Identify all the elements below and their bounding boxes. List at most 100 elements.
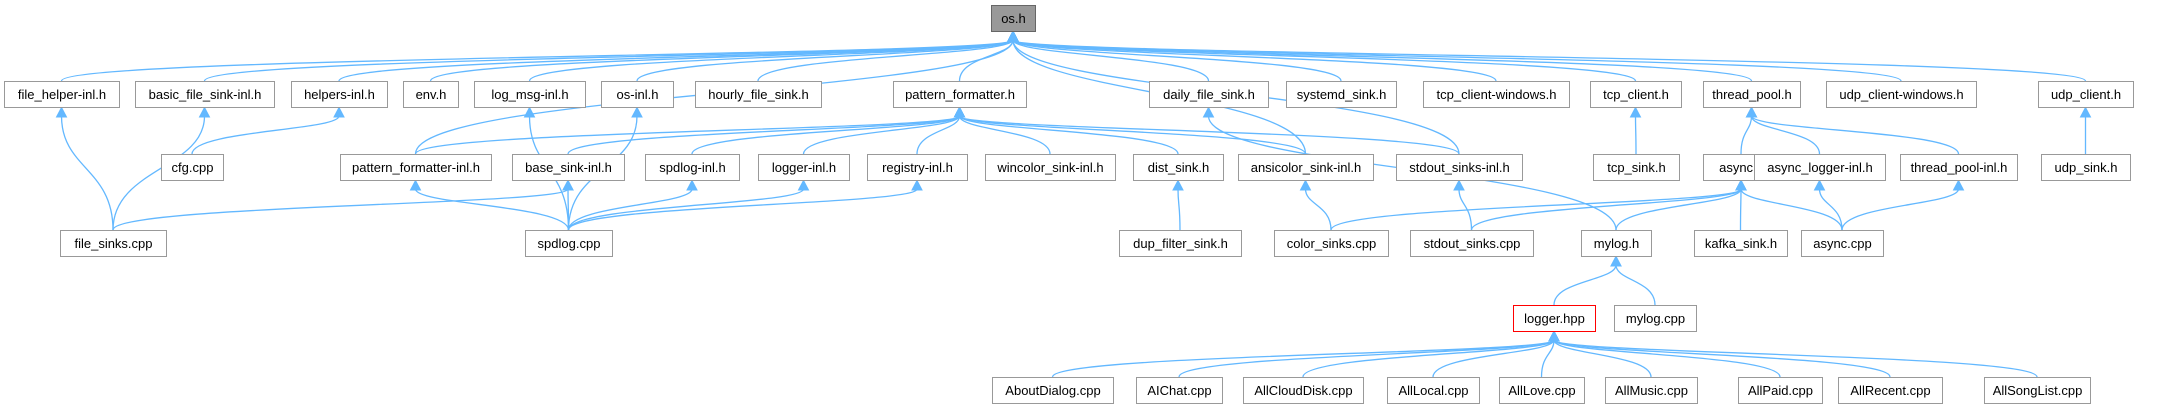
node-spdlog-cpp[interactable]: spdlog.cpp xyxy=(525,230,613,257)
edge-thread_pool_h-to-os_h xyxy=(1012,39,1753,82)
edge-ansicolor_sink_inl_h-to-pattern_formatter_h xyxy=(958,115,1307,155)
edge-layer xyxy=(55,30,2092,378)
node-box xyxy=(1410,230,1534,257)
arrowhead xyxy=(55,106,68,118)
node-mylog-cpp[interactable]: mylog.cpp xyxy=(1614,305,1697,332)
edge-env_h-to-os_h xyxy=(429,39,1014,82)
node-os-h[interactable]: os.h xyxy=(991,5,1036,32)
node-box xyxy=(645,154,740,181)
node-mylog-h[interactable]: mylog.h xyxy=(1581,230,1652,257)
node-thread-pool-h[interactable]: thread_pool.h xyxy=(1703,81,1801,108)
edge-udp_client_h-to-os_h xyxy=(1012,39,2087,82)
node-dup-filter-sink-h[interactable]: dup_filter_sink.h xyxy=(1119,230,1242,257)
node-base-sink-inl-h[interactable]: base_sink-inl.h xyxy=(512,154,625,181)
node-box xyxy=(1826,81,1977,108)
node-AllRecent-cpp[interactable]: AllRecent.cpp xyxy=(1838,377,1943,404)
node-box xyxy=(1133,154,1224,181)
node-box xyxy=(1396,154,1523,181)
node-log-msg-inl-h[interactable]: log_msg-inl.h xyxy=(474,81,586,108)
node-box xyxy=(1614,305,1697,332)
node-file-helper-inl-h[interactable]: file_helper-inl.h xyxy=(4,81,120,108)
arrowhead xyxy=(1299,179,1312,191)
node-pattern-formatter-h[interactable]: pattern_formatter.h xyxy=(893,81,1027,108)
node-hourly-file-sink-h[interactable]: hourly_file_sink.h xyxy=(695,81,822,108)
node-systemd-sink-h[interactable]: systemd_sink.h xyxy=(1286,81,1397,108)
node-AllCloudDisk-cpp[interactable]: AllCloudDisk.cpp xyxy=(1243,377,1364,404)
node-AllLove-cpp[interactable]: AllLove.cpp xyxy=(1499,377,1585,404)
node-env-h[interactable]: env.h xyxy=(403,81,459,108)
node-udp-client-windows-h[interactable]: udp_client-windows.h xyxy=(1826,81,1977,108)
node-box xyxy=(1838,377,1943,404)
node-spdlog-inl-h[interactable]: spdlog-inl.h xyxy=(645,154,740,181)
node-color-sinks-cpp[interactable]: color_sinks.cpp xyxy=(1274,230,1389,257)
node-async-cpp[interactable]: async.cpp xyxy=(1801,230,1884,257)
node-AllPaid-cpp[interactable]: AllPaid.cpp xyxy=(1738,377,1823,404)
arrowhead xyxy=(1172,179,1184,191)
node-box xyxy=(1136,377,1223,404)
node-udp-client-h[interactable]: udp_client.h xyxy=(2038,81,2134,108)
node-label: file_helper-inl.h xyxy=(18,87,106,102)
node-box xyxy=(161,154,224,181)
node-helpers-inl-h[interactable]: helpers-inl.h xyxy=(291,81,388,108)
node-AboutDialog-cpp[interactable]: AboutDialog.cpp xyxy=(992,377,1114,404)
node-udp-sink-h[interactable]: udp_sink.h xyxy=(2041,154,2131,181)
node-AllMusic-cpp[interactable]: AllMusic.cpp xyxy=(1605,377,1698,404)
node-cfg-cpp[interactable]: cfg.cpp xyxy=(161,154,224,181)
node-pattern-formatter-inl-h[interactable]: pattern_formatter-inl.h xyxy=(340,154,492,181)
node-label: mylog.h xyxy=(1594,236,1640,251)
node-label: AllMusic.cpp xyxy=(1615,383,1688,398)
node-AIChat-cpp[interactable]: AIChat.cpp xyxy=(1136,377,1223,404)
arrowhead xyxy=(333,106,345,118)
arrowhead xyxy=(1813,179,1826,191)
node-async-logger-inl-h[interactable]: async_logger-inl.h xyxy=(1754,154,1886,181)
node-box xyxy=(512,154,625,181)
node-label: logger.hpp xyxy=(1524,311,1585,326)
node-label: thread_pool-inl.h xyxy=(1911,160,2008,175)
node-stdout-sinks-inl-h[interactable]: stdout_sinks-inl.h xyxy=(1396,154,1523,181)
node-logger-hpp[interactable]: logger.hpp xyxy=(1513,305,1596,332)
node-box xyxy=(291,81,388,108)
node-tcp-client-windows-h[interactable]: tcp_client-windows.h xyxy=(1423,81,1570,108)
node-logger-inl-h[interactable]: logger-inl.h xyxy=(758,154,850,181)
edge-log_msg_inl_h-to-os_h xyxy=(528,39,1014,82)
edge-AllSongList_cpp-to-logger_hpp xyxy=(1553,339,2038,378)
node-box xyxy=(1694,230,1788,257)
edge-pattern_formatter_inl_h-to-pattern_formatter_h xyxy=(414,115,961,155)
node-label: udp_client.h xyxy=(2051,87,2121,102)
node-AllSongList-cpp[interactable]: AllSongList.cpp xyxy=(1984,377,2091,404)
node-daily-file-sink-h[interactable]: daily_file_sink.h xyxy=(1149,81,1269,108)
node-box xyxy=(758,154,850,181)
edge-systemd_sink_h-to-os_h xyxy=(1012,39,1342,82)
node-box xyxy=(2038,81,2134,108)
node-kafka-sink-h[interactable]: kafka_sink.h xyxy=(1694,230,1788,257)
node-registry-inl-h[interactable]: registry-inl.h xyxy=(867,154,968,181)
node-label: AllRecent.cpp xyxy=(1850,383,1930,398)
node-dist-sink-h[interactable]: dist_sink.h xyxy=(1133,154,1224,181)
node-os-inl-h[interactable]: os-inl.h xyxy=(601,81,674,108)
node-stdout-sinks-cpp[interactable]: stdout_sinks.cpp xyxy=(1410,230,1534,257)
node-box xyxy=(2041,154,2131,181)
edge-spdlog_cpp-to-spdlog_inl_h xyxy=(567,188,693,231)
node-ansicolor-sink-inl-h[interactable]: ansicolor_sink-inl.h xyxy=(1238,154,1374,181)
node-label: helpers-inl.h xyxy=(304,87,375,102)
node-box xyxy=(1119,230,1242,257)
node-label: cfg.cpp xyxy=(172,160,214,175)
node-box xyxy=(525,230,613,257)
node-basic-file-sink-inl-h[interactable]: basic_file_sink-inl.h xyxy=(135,81,275,108)
edge-logger_hpp-to-mylog_h xyxy=(1553,264,1617,306)
node-thread-pool-inl-h[interactable]: thread_pool-inl.h xyxy=(1900,154,2018,181)
node-tcp-client-h[interactable]: tcp_client.h xyxy=(1590,81,1682,108)
edge-logger_inl_h-to-pattern_formatter_h xyxy=(802,115,961,155)
node-file-sinks-cpp[interactable]: file_sinks.cpp xyxy=(60,230,167,257)
node-label: log_msg-inl.h xyxy=(491,87,568,102)
edge-os_inl_h-to-os_h xyxy=(636,39,1014,82)
node-box xyxy=(992,377,1114,404)
edge-async_logger_inl_h-to-thread_pool_h xyxy=(1750,115,1821,155)
node-tcp-sink-h[interactable]: tcp_sink.h xyxy=(1593,154,1680,181)
edge-spdlog_inl_h-to-pattern_formatter_h xyxy=(691,115,961,155)
node-label: AllCloudDisk.cpp xyxy=(1254,383,1352,398)
node-wincolor-sink-inl-h[interactable]: wincolor_sink-inl.h xyxy=(985,154,1116,181)
edge-async_cpp-to-async_h xyxy=(1740,188,1843,231)
arrowhead xyxy=(1745,106,1758,118)
node-AllLocal-cpp[interactable]: AllLocal.cpp xyxy=(1387,377,1480,404)
